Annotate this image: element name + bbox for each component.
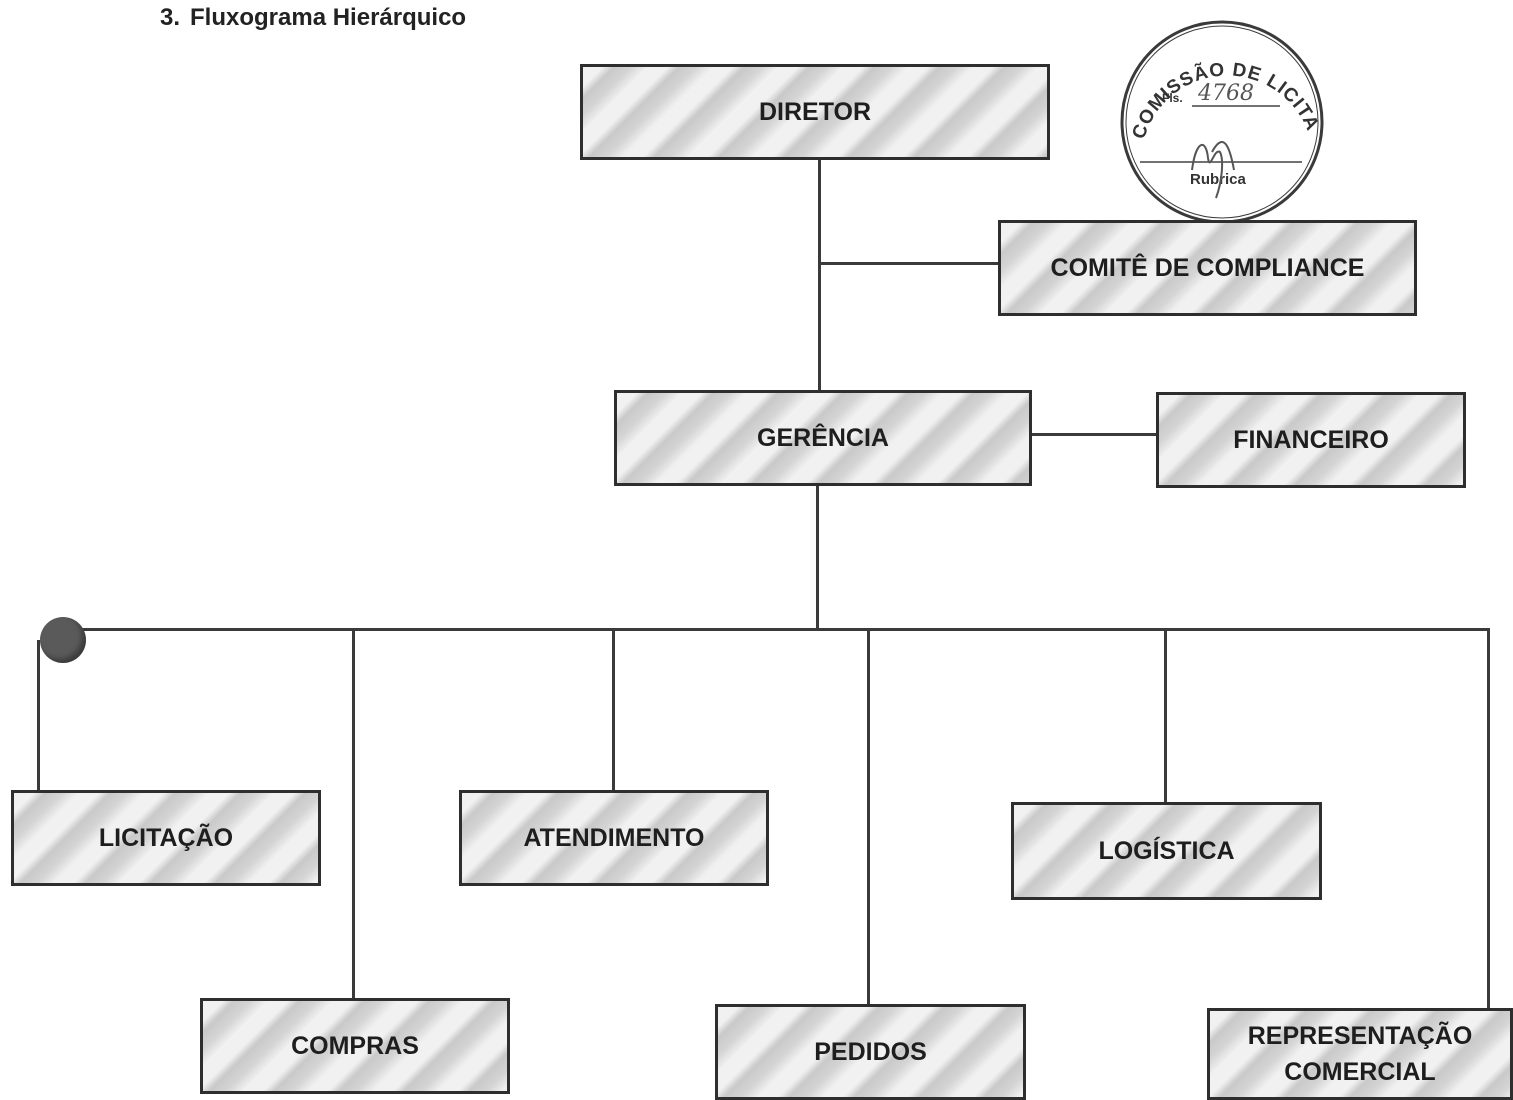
section-number: 3. (160, 4, 181, 31)
connector-gerencia-bus (816, 484, 819, 631)
connector-to-comite (818, 262, 1000, 265)
node-diretor: DIRETOR (580, 64, 1050, 160)
node-compras: COMPRAS (200, 998, 510, 1094)
node-gerencia-label: GERÊNCIA (757, 423, 889, 452)
node-gerencia: GERÊNCIA (614, 390, 1032, 486)
node-comite-label: COMITÊ DE COMPLIANCE (1050, 253, 1365, 282)
node-compras-label: COMPRAS (291, 1031, 419, 1060)
node-financeiro: FINANCEIRO (1156, 392, 1466, 488)
stamp-arc-text: COMISSÃO DE LICITAÇÃO (1112, 10, 1323, 142)
node-representacao-comercial: REPRESENTAÇÃO COMERCIAL (1207, 1008, 1513, 1100)
node-licitacao: LICITAÇÃO (11, 790, 321, 886)
commission-stamp: COMISSÃO DE LICITAÇÃO Fls. 4768 Rubrica (1112, 10, 1324, 220)
node-financeiro-label: FINANCEIRO (1233, 425, 1389, 454)
node-pedidos: PEDIDOS (715, 1004, 1026, 1100)
connector-pedidos (867, 628, 870, 1006)
bus-endpoint-dot (40, 617, 86, 663)
connector-compras (352, 628, 355, 1000)
node-logistica-label: LOGÍSTICA (1098, 836, 1235, 865)
section-title-text: Fluxograma Hierárquico (190, 4, 467, 31)
node-pedidos-label: PEDIDOS (814, 1037, 927, 1066)
connector-diretor-gerencia (818, 158, 821, 392)
node-atendimento: ATENDIMENTO (459, 790, 769, 886)
connector-licitacao (37, 640, 40, 792)
node-representacao-label-line1: REPRESENTAÇÃO (1247, 1021, 1473, 1050)
connector-representacao (1487, 628, 1490, 1010)
node-licitacao-label: LICITAÇÃO (98, 823, 234, 852)
stamp-fls-label: Fls. (1162, 91, 1183, 105)
node-atendimento-label: ATENDIMENTO (523, 823, 705, 852)
node-comite-de-compliance: COMITÊ DE COMPLIANCE (998, 220, 1417, 316)
connector-gerencia-financeiro (1030, 433, 1158, 436)
stamp-page-number: 4768 (1197, 81, 1254, 106)
connector-atendimento (612, 628, 615, 792)
node-logistica: LOGÍSTICA (1011, 802, 1322, 900)
node-representacao-label-line2: COMERCIAL (1284, 1058, 1436, 1086)
node-diretor-label: DIRETOR (758, 97, 872, 126)
stamp-signature-label: Rubrica (1190, 171, 1247, 188)
section-title: 3. Fluxograma Hierárquico (160, 4, 466, 32)
connector-bus (62, 628, 1490, 631)
stamp-signature-scribble (1191, 141, 1235, 199)
connector-logistica (1164, 628, 1167, 804)
